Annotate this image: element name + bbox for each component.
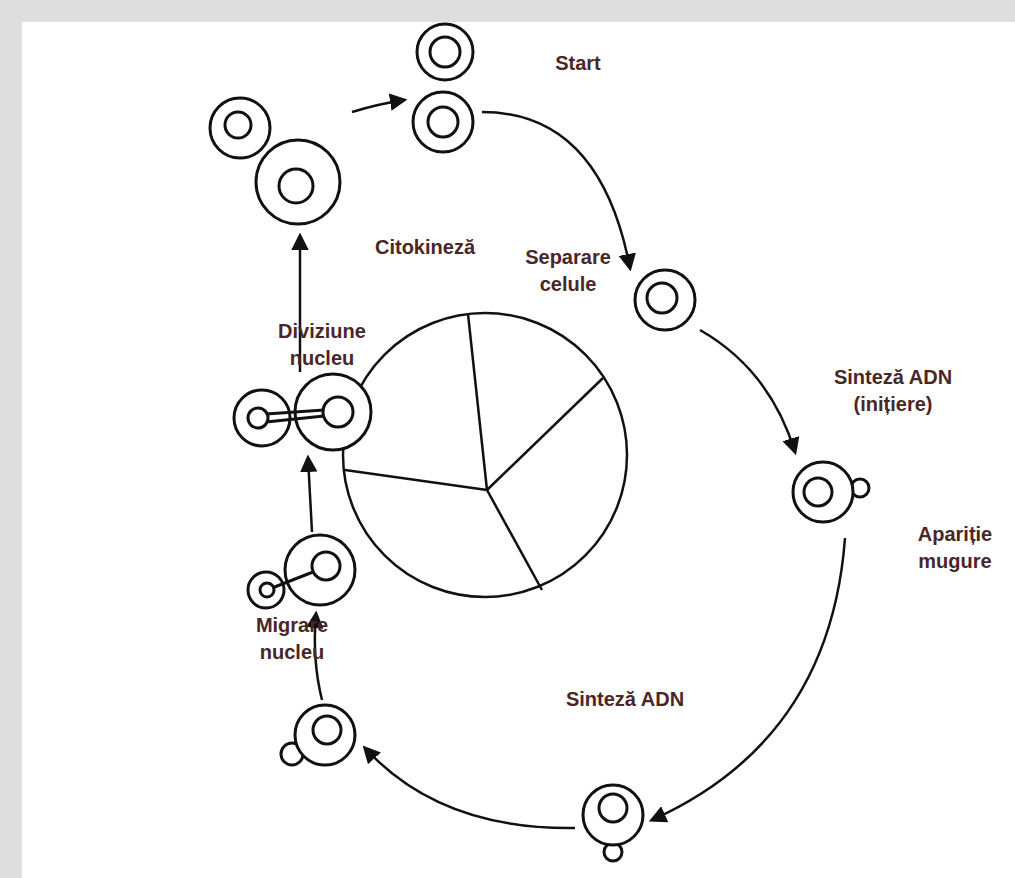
nucleus: [430, 37, 460, 67]
cell-wall: [295, 705, 355, 765]
cell-wall: [413, 92, 473, 152]
pie-divider: [468, 314, 487, 490]
cycle-arrow: [700, 330, 795, 452]
cell-wall: [417, 24, 473, 80]
phase-label: Start: [555, 50, 601, 77]
yeast-cells: [210, 24, 869, 861]
phase-pie: [343, 313, 627, 597]
cell-wall: [256, 140, 340, 224]
cycle-arrows: [300, 100, 845, 828]
nucleus: [279, 169, 313, 203]
nucleus: [260, 583, 274, 597]
cell-wall: [285, 535, 355, 605]
cell-wall: [635, 270, 695, 330]
cell-wall: [210, 98, 270, 158]
nucleus: [599, 794, 627, 822]
cell-wall: [583, 785, 643, 845]
pie-divider: [487, 378, 603, 490]
nucleus-strand: [272, 572, 313, 588]
nucleus: [428, 107, 458, 137]
pie-circle: [343, 313, 627, 597]
phase-label: Apariție mugure: [907, 521, 1003, 575]
pie-divider: [345, 470, 487, 490]
phase-label: Citokineză: [375, 234, 475, 261]
cycle-arrow: [308, 458, 312, 532]
bud: [248, 572, 284, 608]
cell-wall: [793, 462, 853, 522]
cycle-arrow: [482, 112, 630, 268]
cycle-arrow: [365, 748, 575, 828]
nucleus: [647, 283, 677, 313]
cycle-arrow: [652, 538, 845, 820]
nucleus: [323, 397, 353, 427]
nucleus: [804, 478, 832, 506]
nucleus: [225, 112, 251, 138]
nucleus: [313, 716, 341, 744]
phase-label: Sinteză ADN: [566, 686, 684, 713]
panel: [22, 22, 1015, 878]
cycle-arrow: [352, 100, 404, 112]
phase-label: Sinteză ADN (inițiere): [827, 364, 959, 418]
nucleus: [248, 408, 268, 428]
cell-wall: [234, 390, 290, 446]
nucleus: [312, 552, 340, 580]
phase-label: Migrare nucleu: [244, 612, 340, 666]
phase-label: Diviziune nucleu: [266, 318, 378, 372]
pie-divider: [487, 490, 542, 590]
nucleus-strand: [266, 410, 324, 414]
nucleus-strand: [266, 416, 324, 422]
phase-label: Separare celule: [513, 244, 623, 298]
